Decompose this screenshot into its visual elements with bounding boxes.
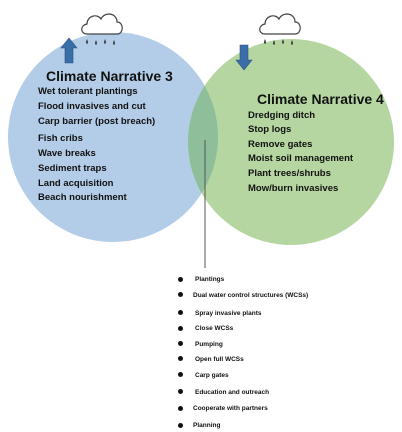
bullet-dot <box>178 372 183 377</box>
shared-item: Dual water control structures (WCSs) <box>193 292 309 299</box>
rain-cloud-icon <box>81 13 123 45</box>
shared-item: Planning <box>193 422 221 429</box>
narrative-3-circle <box>8 32 218 242</box>
shared-item: Plantings <box>195 276 225 283</box>
narrative-3-item: Fish cribs <box>38 133 83 144</box>
narrative-4-item: Dredging ditch <box>248 110 316 121</box>
down-arrow-icon <box>235 44 253 71</box>
narrative-3-item: Flood invasives and cut <box>38 101 146 112</box>
shared-item: Carp gates <box>195 372 229 379</box>
narrative-4-item: Moist soil management <box>248 153 354 164</box>
shared-item: Pumping <box>195 341 223 348</box>
narrative-3-title: Climate Narrative 3 <box>46 68 173 84</box>
narrative-3-item: Sediment traps <box>38 163 107 174</box>
narrative-3-item: Land acquisition <box>38 178 114 189</box>
bullet-dot <box>178 406 183 411</box>
bullet-dot <box>178 341 183 346</box>
narrative-4-item: Remove gates <box>248 139 313 150</box>
narrative-4-item: Stop logs <box>248 124 292 135</box>
bullet-dot <box>178 310 183 315</box>
bullet-dot <box>178 277 183 282</box>
shared-item: Open full WCSs <box>195 356 244 363</box>
narrative-3-item: Carp barrier (post breach) <box>38 116 156 127</box>
narrative-4-title: Climate Narrative 4 <box>257 91 384 107</box>
bullet-dot <box>178 356 183 361</box>
rain-cloud-icon <box>259 13 301 45</box>
bullet-dot <box>178 292 183 297</box>
shared-item: Cooperate with partners <box>193 405 268 412</box>
up-arrow-icon <box>60 37 78 64</box>
shared-item: Spray invasive plants <box>195 310 262 317</box>
narrative-3-item: Beach nourishment <box>38 192 127 203</box>
shared-item: Education and outreach <box>195 389 270 396</box>
narrative-3-item: Wet tolerant plantings <box>38 86 138 97</box>
bullet-dot <box>178 389 183 394</box>
bullet-dot <box>178 423 183 428</box>
narrative-3-item: Wave breaks <box>38 148 96 159</box>
narrative-4-circle <box>188 39 394 245</box>
narrative-4-item: Mow/burn invasives <box>248 183 339 194</box>
narrative-4-item: Plant trees/shrubs <box>248 168 331 179</box>
shared-item: Close WCSs <box>195 325 234 332</box>
bullet-dot <box>178 326 183 331</box>
